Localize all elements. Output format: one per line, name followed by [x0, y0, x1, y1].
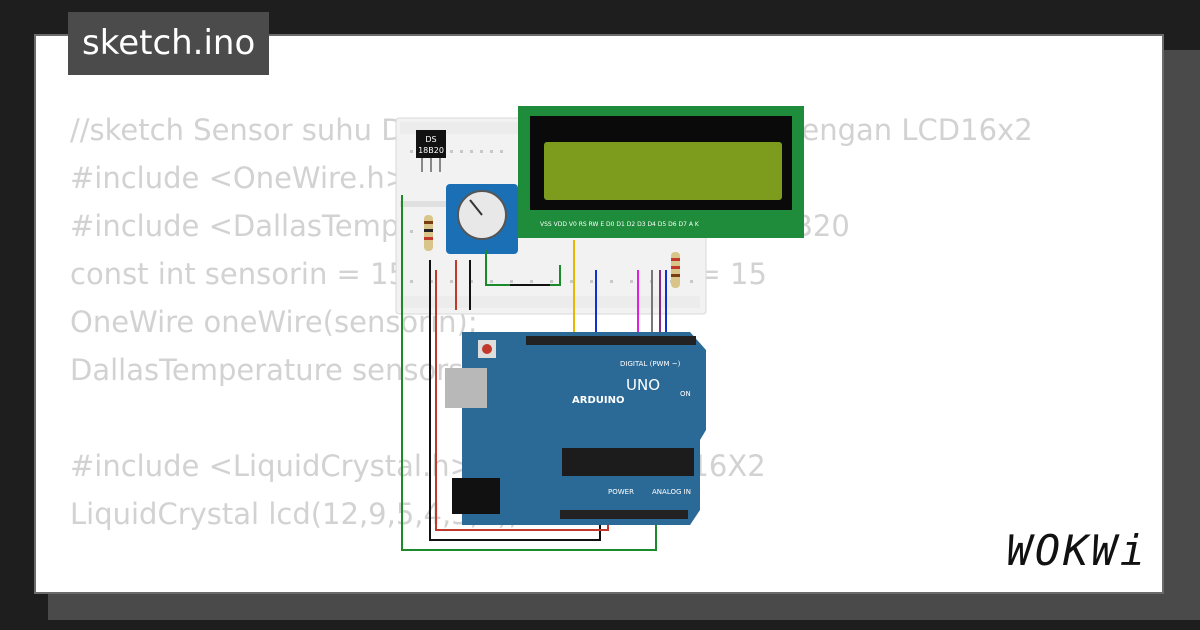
ds18b20-sensor[interactable]: [416, 130, 446, 158]
breadboard-rail-bottom: [400, 296, 700, 308]
atmega-chip: [562, 448, 694, 476]
code-line: #include <OneWire.h>: [70, 161, 410, 195]
arduino-uno-board[interactable]: [462, 332, 706, 525]
arduino-model: UNO: [626, 376, 660, 394]
code-line: void setup() {: [70, 586, 1033, 592]
sensor-label: 18B20: [418, 146, 444, 155]
power-jack: [452, 478, 500, 514]
digital-label: DIGITAL (PWM ~): [620, 360, 681, 368]
circuit-diagram: DS 18B20 VSS VDD V0 RS RW E D0 D1 D2 D3 …: [395, 106, 804, 551]
power-label: POWER: [608, 488, 634, 496]
sensor-label: DS: [425, 135, 436, 144]
analog-label: ANALOG IN: [652, 488, 691, 496]
arduino-brand: ARDUINO: [572, 395, 624, 406]
digital-header: [526, 336, 696, 345]
resistor[interactable]: [424, 215, 433, 251]
analog-header: [560, 510, 688, 519]
wokwi-logo: WOKWi: [1006, 526, 1148, 575]
on-label: ON: [680, 390, 691, 398]
lcd-pin-labels: VSS VDD V0 RS RW E D0 D1 D2 D3 D4 D5 D6 …: [540, 221, 700, 228]
lcd-screen: [544, 142, 782, 200]
file-title: sketch.ino: [68, 12, 270, 75]
resistor[interactable]: [671, 252, 680, 288]
usb-port: [445, 368, 487, 408]
